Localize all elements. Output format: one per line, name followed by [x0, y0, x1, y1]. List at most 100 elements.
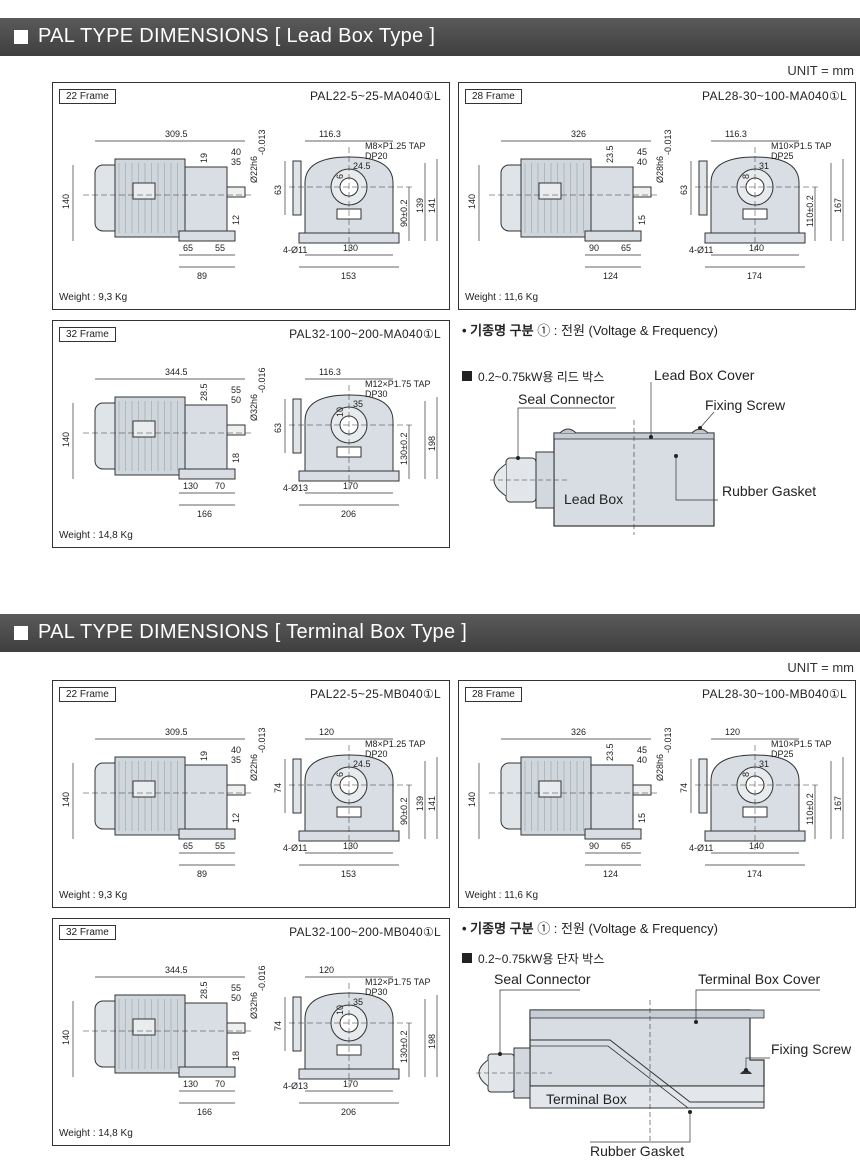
dim-shaft-length: 40 — [231, 147, 241, 157]
dim-foot-width: 174 — [747, 271, 762, 281]
dim-foot-span-a: 90 — [589, 841, 599, 851]
lead-box — [132, 780, 156, 798]
dim-shaft-diameter: Ø22h6 — [249, 156, 259, 183]
motor-body — [114, 756, 186, 836]
lead-box — [538, 182, 562, 200]
mounting-foot — [584, 828, 642, 840]
dim-foot-pitch: 140 — [749, 841, 764, 851]
dim-key-width: 6 — [335, 772, 345, 777]
dim-foot-span-b: 55 — [215, 841, 225, 851]
dim-lead-box-height: 74 — [273, 1021, 283, 1031]
square-bullet-icon — [14, 626, 28, 640]
dim-shaft-center-height: 90±0.2 — [399, 200, 409, 227]
gearbox-body — [590, 764, 634, 830]
fixing-screw-label: Fixing Screw — [705, 397, 786, 413]
dim-front-width: 116.3 — [725, 129, 747, 139]
mounting-foot — [178, 468, 236, 480]
lead-box — [538, 780, 562, 798]
dim-foot-total: 89 — [197, 271, 207, 281]
dim-foot-total: 124 — [603, 271, 618, 281]
output-shaft — [226, 186, 246, 198]
lead-box — [132, 182, 156, 200]
dim-overall-length: 326 — [571, 727, 586, 737]
model-code: PAL22-5~25-MA040①L — [309, 89, 441, 103]
lead-box-side — [292, 758, 302, 814]
terminal-box-illustration: Seal Connector Terminal Box Cover Fixing… — [476, 971, 852, 1159]
lead-box-side — [698, 758, 708, 814]
dim-lead-box-height: 74 — [273, 783, 283, 793]
dim-shaft-key-length: 35 — [231, 157, 241, 167]
dim-tap-depth: DP30 — [365, 389, 388, 399]
dim-foot-pitch: 170 — [343, 481, 358, 491]
dim-foot-width: 153 — [341, 869, 356, 879]
square-bullet-icon — [462, 371, 472, 381]
dim-shaft-diameter: Ø32h6 — [249, 394, 259, 421]
dim-key-width: 10 — [335, 407, 345, 417]
dim-gear-offset: 23.5 — [605, 145, 615, 163]
dim-motor-height: 140 — [61, 194, 71, 209]
weight-label: Weight : 9,3 Kg — [59, 890, 128, 901]
dim-foot-span-b: 70 — [215, 481, 225, 491]
dim-foot-pitch: 130 — [343, 243, 358, 253]
gearbox-body — [184, 404, 228, 470]
dim-total-height: 167 — [833, 198, 843, 213]
dim-shaft-tolerance: -0.013 — [663, 129, 673, 155]
weight-label: Weight : 11,6 Kg — [465, 890, 539, 901]
model-code: PAL32-100~200-MA040①L — [289, 327, 441, 341]
mounting-foot — [584, 230, 642, 242]
gearbox-body — [184, 1002, 228, 1068]
dim-shaft-key-length: 50 — [231, 395, 241, 405]
mounting-foot — [178, 230, 236, 242]
dim-foot-span-b: 65 — [621, 243, 631, 253]
dim-lead-box-height: 74 — [679, 783, 689, 793]
lead-box-cover-label: Lead Box Cover — [654, 367, 755, 383]
dim-foot-height: 12 — [231, 215, 241, 225]
dim-height-139: 139 — [415, 198, 425, 213]
weight-label: Weight : 11,6 Kg — [465, 292, 539, 303]
dim-gear-offset: 19 — [199, 153, 209, 163]
dim-foot-span-a: 65 — [183, 841, 193, 851]
note-prefix: • 기종명 구분 — [462, 323, 534, 338]
dim-key-width: 8 — [741, 174, 751, 179]
dim-shaft-tolerance: -0.016 — [257, 367, 267, 393]
dim-mount-holes: 4-Ø11 — [283, 245, 307, 255]
lead-box-side — [292, 996, 302, 1052]
dim-key-offset: 31 — [759, 759, 769, 769]
section-title: PAL TYPE DIMENSIONS [ Terminal Box Type … — [38, 621, 468, 643]
frame-label: 32 Frame — [59, 925, 116, 940]
terminal-section-header: PAL TYPE DIMENSIONS [ Terminal Box Type … — [0, 614, 860, 652]
dim-tap-depth: DP20 — [365, 151, 388, 161]
output-shaft — [226, 424, 246, 436]
dim-height-139: 139 — [415, 796, 425, 811]
dim-tap-depth: DP30 — [365, 987, 388, 997]
dim-shaft-key-length: 40 — [637, 157, 647, 167]
dim-shaft-center-height: 110±0.2 — [805, 793, 815, 825]
lead-box — [132, 420, 156, 438]
output-shaft — [226, 1022, 246, 1034]
dim-shaft-diameter: Ø28h6 — [655, 754, 665, 781]
fixing-screw-label: Fixing Screw — [771, 1041, 852, 1057]
dim-front-width: 116.3 — [319, 367, 341, 377]
dim-mount-holes: 4-Ø11 — [283, 843, 307, 853]
dim-gear-offset: 19 — [199, 751, 209, 761]
dim-shaft-center-height: 130±0.2 — [399, 1031, 409, 1063]
model-note: • 기종명 구분 ① : 전원 (Voltage & Frequency) — [462, 320, 718, 339]
dim-tap-depth: DP25 — [771, 151, 794, 161]
dim-mount-holes: 4-Ø13 — [283, 483, 308, 493]
dim-shaft-diameter: Ø22h6 — [249, 754, 259, 781]
dim-tap-spec: M10×P1.5 TAP — [771, 141, 831, 151]
dim-motor-height: 140 — [61, 792, 71, 807]
dim-overall-length: 326 — [571, 129, 586, 139]
frame-label: 22 Frame — [59, 89, 116, 104]
terminal-box-label: Terminal Box — [546, 1091, 627, 1107]
dim-foot-height: 18 — [231, 453, 241, 463]
dim-shaft-key-length: 35 — [231, 755, 241, 765]
rubber-gasket-label: Rubber Gasket — [722, 483, 816, 499]
dim-front-width: 120 — [319, 727, 334, 737]
dim-motor-height: 140 — [467, 194, 477, 209]
